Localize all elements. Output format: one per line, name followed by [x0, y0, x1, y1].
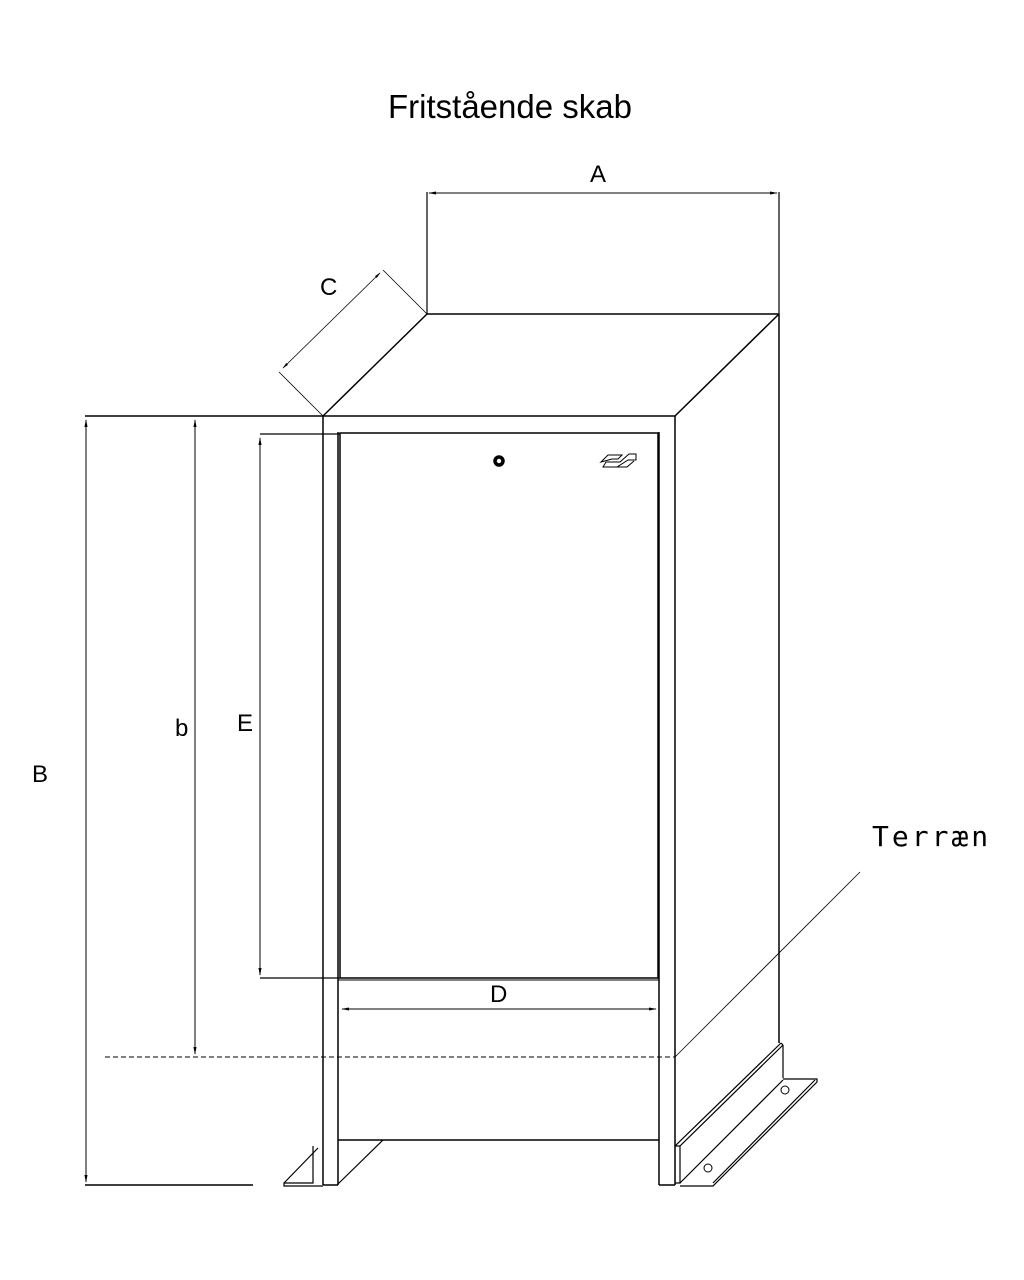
dimension-a [426, 191, 780, 314]
label-b-above-ground: b [175, 715, 189, 742]
lock-icon [493, 455, 505, 467]
dimension-b-total [84, 419, 253, 1186]
label-a: A [590, 161, 607, 188]
ground-line [105, 871, 861, 1058]
label-ground: Terræn [872, 820, 992, 853]
drawing-title: Fritstående skab [388, 88, 632, 125]
logo-icon [599, 453, 637, 468]
label-b-total: B [32, 761, 49, 788]
label-c: C [320, 274, 338, 301]
right-foot-bracket [674, 1042, 818, 1187]
cabinet-front [85, 415, 676, 1186]
left-foot-bracket [283, 1139, 384, 1187]
dimension-e [258, 433, 340, 979]
cabinet-door [338, 432, 659, 981]
cabinet-top [322, 313, 780, 417]
dimension-c [278, 269, 428, 417]
label-d: D [490, 981, 508, 1008]
label-e: E [237, 710, 254, 737]
